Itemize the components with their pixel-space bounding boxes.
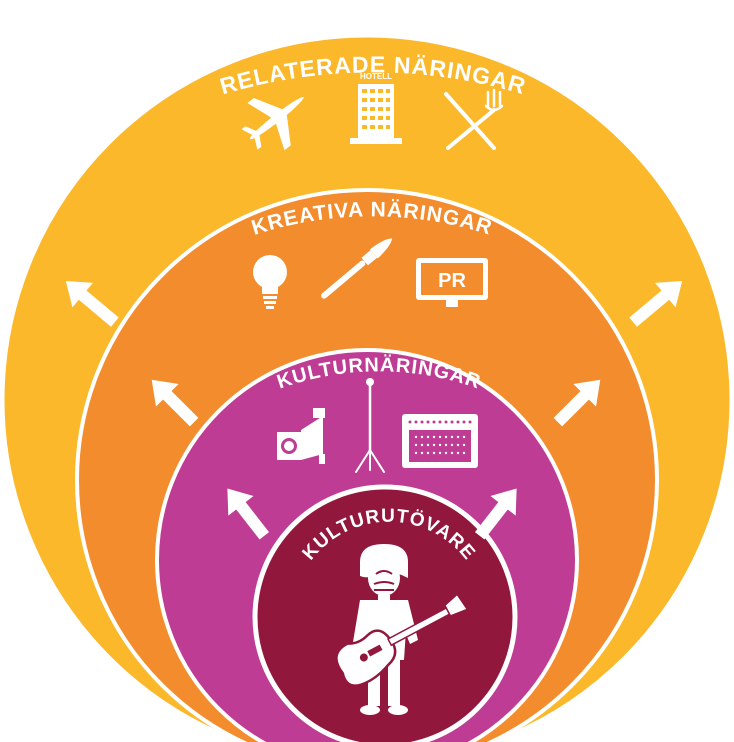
airplane-icon bbox=[241, 97, 304, 151]
svg-text:PR: PR bbox=[438, 270, 466, 292]
fork-knife-icon bbox=[444, 88, 504, 150]
arrow-icon bbox=[553, 379, 601, 427]
monitor-icon: PR bbox=[416, 258, 488, 307]
stage-light-icon bbox=[277, 408, 325, 464]
microphone-stand-icon bbox=[355, 378, 385, 473]
arrow-icon bbox=[227, 488, 270, 540]
paint-brush-icon bbox=[321, 238, 393, 299]
light-bulb-icon bbox=[253, 255, 287, 309]
arrow-icon bbox=[629, 281, 683, 327]
arrow-icon bbox=[474, 488, 517, 540]
arrows bbox=[65, 281, 683, 540]
hotel-icon: HOTELL bbox=[350, 72, 402, 144]
amplifier-icon bbox=[402, 414, 478, 468]
arrow-icon bbox=[151, 379, 199, 427]
guitarist-icon bbox=[335, 544, 469, 715]
svg-text:HOTELL: HOTELL bbox=[360, 72, 392, 81]
arrow-icon bbox=[65, 281, 119, 327]
